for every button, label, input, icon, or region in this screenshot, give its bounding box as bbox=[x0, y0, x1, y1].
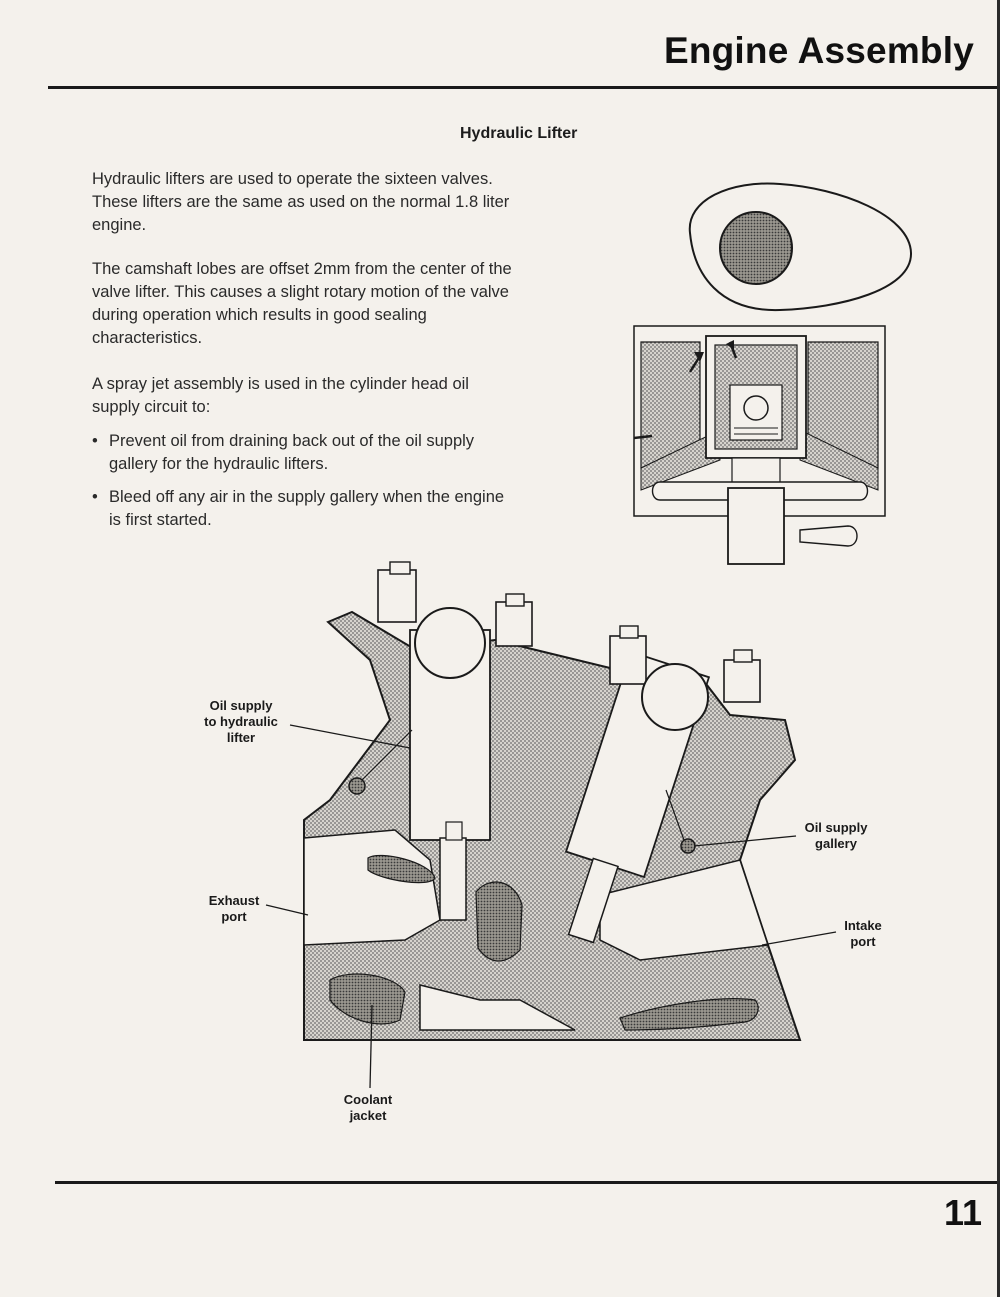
intake-camshaft bbox=[641, 663, 709, 731]
exhaust-camshaft bbox=[414, 607, 486, 679]
paragraph-lifters: Hydraulic lifters are used to operate th… bbox=[92, 170, 510, 234]
footer-rule bbox=[55, 1181, 1000, 1184]
bullet-text: Prevent oil from draining back out of th… bbox=[109, 432, 475, 473]
leader-oil-supply-lifter bbox=[289, 724, 411, 749]
paragraph-spray-jet: A spray jet assembly is used in the cyli… bbox=[92, 375, 469, 416]
section-title: Hydraulic Lifter bbox=[460, 125, 578, 142]
page-number: 11 bbox=[943, 1192, 982, 1233]
list-item: • Bleed off any air in the supply gallery… bbox=[92, 486, 512, 532]
callout-line: Oil supply bbox=[804, 820, 868, 835]
callout-oil-supply-lifter: Oil supply to hydraulic lifter bbox=[196, 698, 286, 746]
leader-intake-port bbox=[761, 931, 837, 946]
callout-line: port bbox=[221, 909, 247, 924]
header-rule bbox=[48, 86, 1000, 89]
callout-line: Oil supply bbox=[209, 698, 273, 713]
callout-coolant-jacket: Coolant jacket bbox=[334, 1092, 402, 1124]
page-title: Engine Assembly bbox=[663, 30, 974, 71]
lifter-inset-diagram bbox=[633, 182, 913, 565]
bullet-list: • Prevent oil from draining back out of t… bbox=[92, 430, 512, 542]
coolant-passage bbox=[367, 854, 436, 884]
callout-line: gallery bbox=[815, 836, 857, 851]
leader-oil-supply-gallery bbox=[693, 835, 797, 847]
exhaust-oil-gallery bbox=[348, 777, 366, 795]
callout-oil-supply-gallery: Oil supply gallery bbox=[795, 820, 877, 852]
callout-line: lifter bbox=[226, 730, 256, 745]
callout-line: jacket bbox=[349, 1108, 387, 1123]
bullet-text: Bleed off any air in the supply gallery … bbox=[109, 488, 505, 529]
bullet-symbol: • bbox=[92, 488, 98, 506]
callout-intake-port: Intake port bbox=[834, 918, 892, 950]
cylinder-head-diagram bbox=[265, 561, 837, 1089]
leader-exhaust-port bbox=[265, 904, 309, 916]
callout-line: Intake bbox=[844, 918, 882, 933]
paragraph-camshaft-offset: The camshaft lobes are offset 2mm from t… bbox=[92, 260, 512, 347]
page-edge bbox=[997, 0, 1000, 1297]
list-item: • Prevent oil from draining back out of t… bbox=[92, 430, 512, 476]
intake-oil-gallery bbox=[680, 838, 696, 854]
valve-stem bbox=[727, 487, 785, 565]
camshaft-circle bbox=[719, 211, 793, 285]
callout-line: Coolant bbox=[343, 1092, 393, 1107]
callout-line: to hydraulic bbox=[204, 714, 278, 729]
leader-coolant-jacket bbox=[369, 1004, 373, 1089]
callout-exhaust-port: Exhaust port bbox=[200, 893, 268, 925]
callout-line: port bbox=[850, 934, 876, 949]
combustion-chamber bbox=[419, 984, 576, 1031]
callout-line: Exhaust bbox=[208, 893, 260, 908]
bullet-symbol: • bbox=[92, 432, 98, 450]
